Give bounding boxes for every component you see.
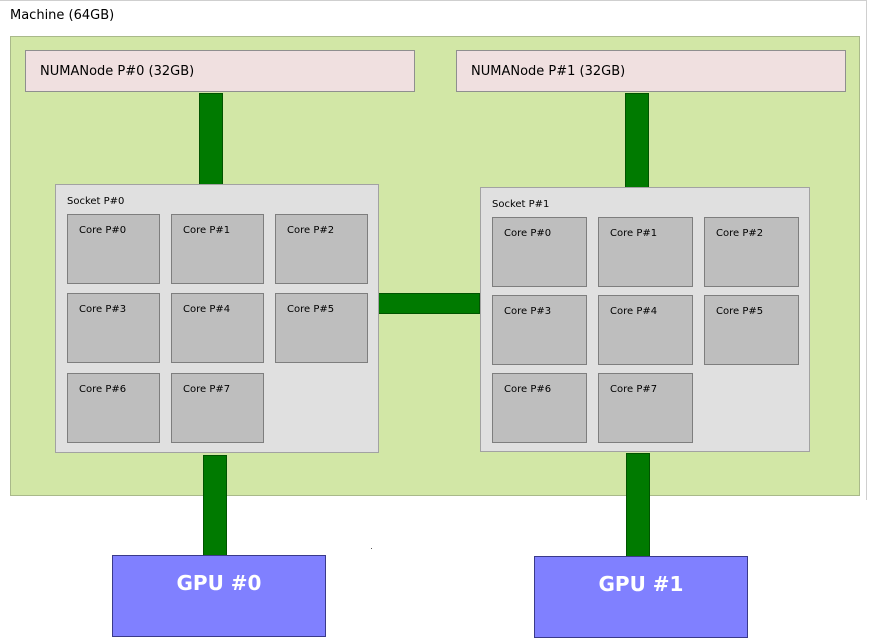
machine-frame [0,0,867,500]
socket-0: Socket P#0 Core P#0 Core P#1 Core P#2 Co… [55,184,379,453]
stray-dot [371,548,372,549]
gpu-1-label: GPU #1 [598,572,684,596]
core-label: Core P#1 [610,228,658,239]
core-label: Core P#6 [504,384,552,395]
socket-0-core-1: Core P#1 [171,214,264,284]
machine-label: Machine (64GB) [10,8,115,23]
socket-1-label: Socket P#1 [492,199,550,210]
core-label: Core P#0 [504,228,552,239]
core-label: Core P#7 [183,384,231,395]
core-label: Core P#7 [610,384,658,395]
numa-node-0: NUMANode P#0 (32GB) [25,50,415,92]
numa-node-0-label: NUMANode P#0 (32GB) [40,64,195,79]
core-label: Core P#6 [79,384,127,395]
gpu-0: GPU #0 [112,555,326,637]
socket-0-core-3: Core P#3 [67,293,160,363]
core-label: Core P#2 [716,228,764,239]
socket-0-core-6: Core P#6 [67,373,160,443]
socket-1-core-6: Core P#6 [492,373,587,443]
numa-node-1-label: NUMANode P#1 (32GB) [471,64,626,79]
socket-0-label: Socket P#0 [67,196,125,207]
core-label: Core P#4 [183,304,231,315]
core-label: Core P#5 [287,304,335,315]
socket-1-core-3: Core P#3 [492,295,587,365]
socket-1-core-1: Core P#1 [598,217,693,287]
gpu-0-label: GPU #0 [176,571,262,595]
socket-0-core-0: Core P#0 [67,214,160,284]
socket-0-core-5: Core P#5 [275,293,368,363]
core-label: Core P#2 [287,225,335,236]
link-socket0-gpu0 [203,455,227,556]
core-label: Core P#3 [504,306,552,317]
link-numa1-socket1 [625,93,649,188]
core-label: Core P#3 [79,304,127,315]
core-label: Core P#1 [183,225,231,236]
socket-0-core-2: Core P#2 [275,214,368,284]
core-label: Core P#0 [79,225,127,236]
socket-1: Socket P#1 Core P#0 Core P#1 Core P#2 Co… [480,187,810,452]
gpu-1: GPU #1 [534,556,748,638]
link-socket1-gpu1 [626,453,650,557]
socket-1-core-2: Core P#2 [704,217,799,287]
core-label: Core P#4 [610,306,658,317]
socket-1-core-7: Core P#7 [598,373,693,443]
socket-0-core-4: Core P#4 [171,293,264,363]
link-socket0-socket1 [378,293,480,314]
link-numa0-socket0 [199,93,223,185]
socket-1-core-0: Core P#0 [492,217,587,287]
socket-1-core-5: Core P#5 [704,295,799,365]
socket-0-core-7: Core P#7 [171,373,264,443]
socket-1-core-4: Core P#4 [598,295,693,365]
numa-node-1: NUMANode P#1 (32GB) [456,50,846,92]
core-label: Core P#5 [716,306,764,317]
